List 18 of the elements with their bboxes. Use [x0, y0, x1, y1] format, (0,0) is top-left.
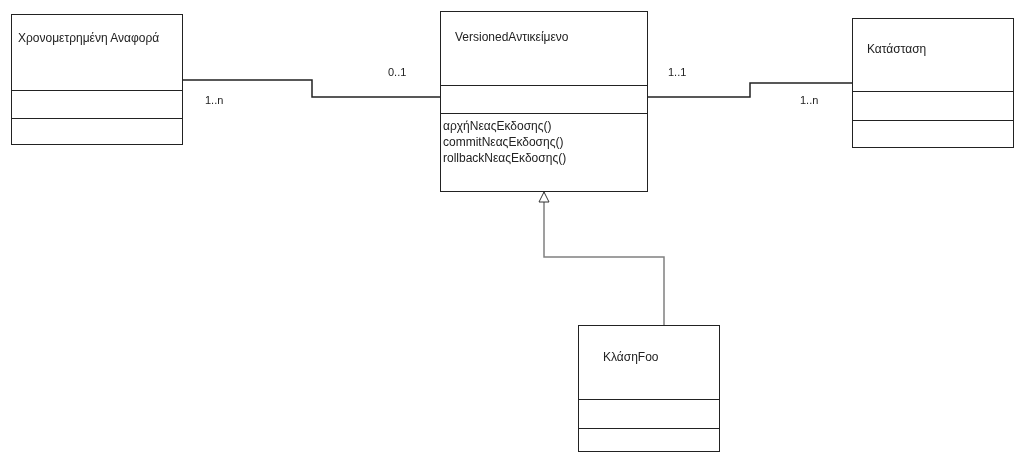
class-name: Χρονομετρημένη Αναφορά — [18, 31, 160, 45]
class-box — [578, 325, 720, 452]
class-name: VersionedΑντικείμενο — [455, 30, 569, 44]
multiplicity-label: 1..1 — [668, 65, 687, 80]
multiplicity-label: 1..n — [205, 93, 224, 108]
class-name: ΚλάσηFoo — [603, 350, 659, 364]
multiplicity-label: 0..1 — [388, 65, 407, 80]
multiplicity-label: 1..n — [800, 93, 819, 108]
connector-line — [182, 79, 441, 98]
class-box — [440, 11, 648, 192]
method-text: αρχήΝεαςΕκδοσης() — [443, 118, 553, 134]
class-box — [852, 18, 1014, 148]
method-text: commitΝεαςΕκδοσης() — [443, 134, 565, 150]
connector-line — [538, 191, 665, 326]
class-box — [11, 14, 183, 145]
class-name: Κατάσταση — [867, 42, 927, 56]
connector-line — [647, 82, 853, 98]
method-text: rollbackΝεαςΕκδοσης() — [443, 150, 568, 166]
